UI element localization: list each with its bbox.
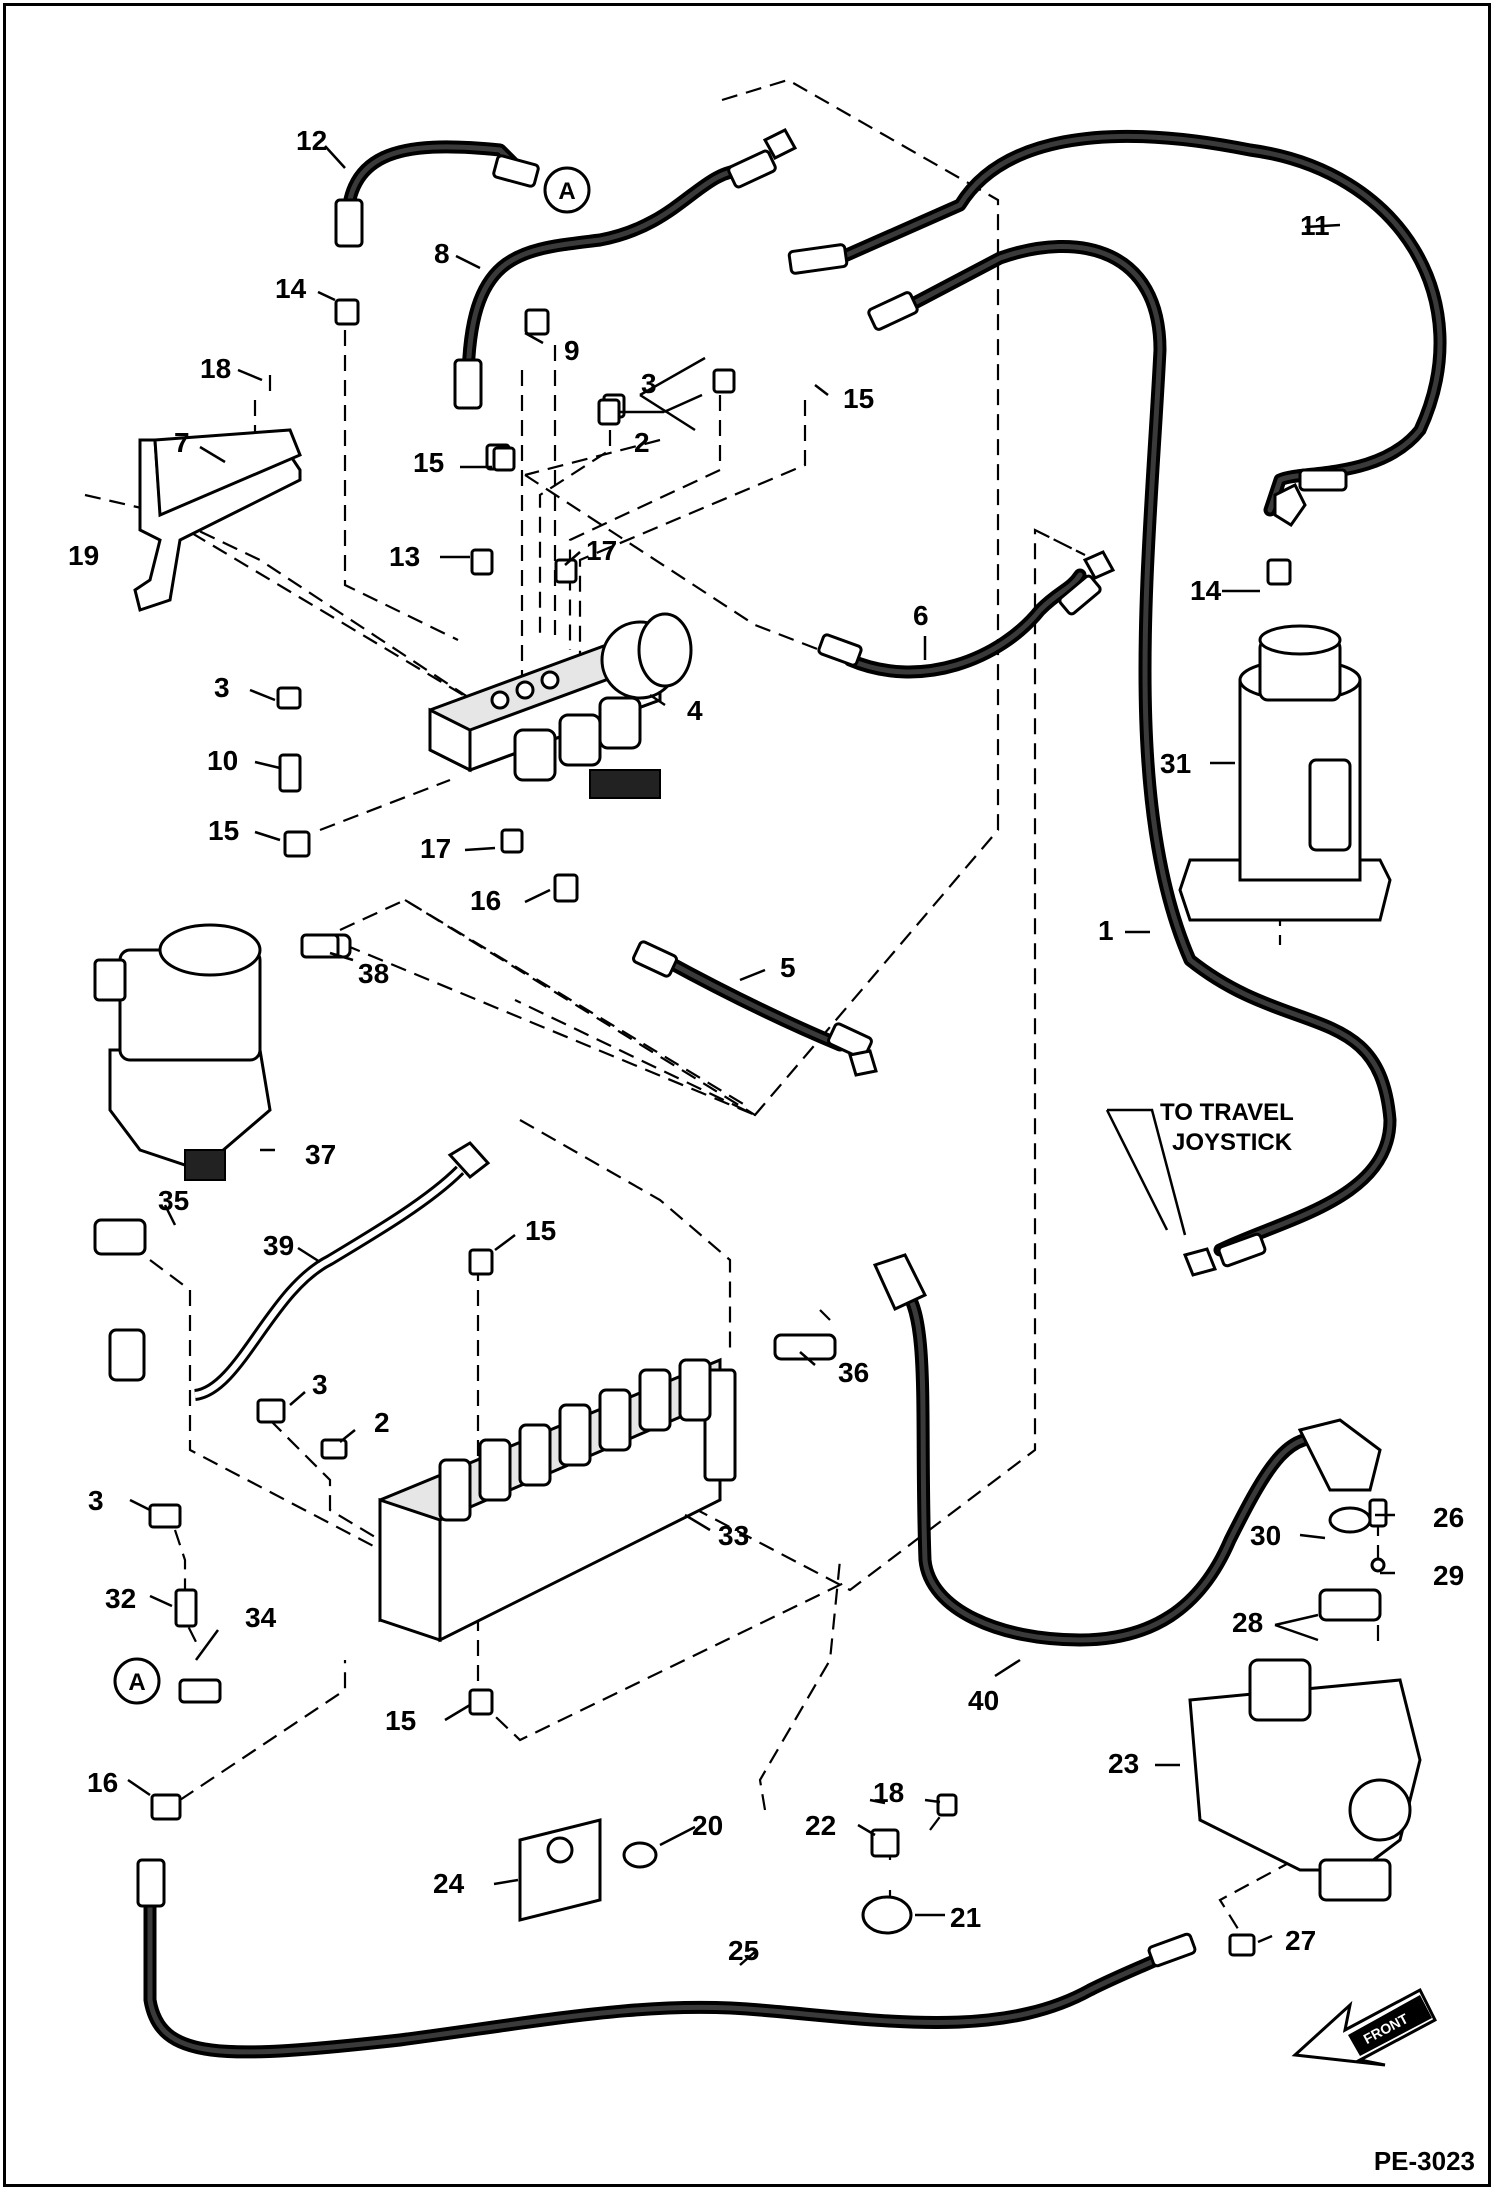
callout-15a: 15 [843, 383, 874, 414]
callout-14a: 14 [275, 273, 307, 304]
control-valve-33 [378, 1357, 737, 1643]
callout-21: 21 [950, 1902, 981, 1933]
callout-2a: 2 [634, 427, 650, 458]
swivel-31 [1178, 624, 1392, 922]
reference-circle-a-top: A [543, 166, 591, 214]
callout-26: 26 [1433, 1502, 1464, 1533]
callout-35: 35 [158, 1185, 189, 1216]
valve-block-4 [428, 612, 693, 799]
callout-17a: 17 [586, 535, 617, 566]
callout-31: 31 [1160, 748, 1191, 779]
callout-28: 28 [1232, 1607, 1263, 1638]
callout-3b: 3 [214, 672, 230, 703]
hose-8 [453, 128, 798, 410]
svg-text:A: A [128, 1669, 145, 1696]
callout-16a: 16 [470, 885, 501, 916]
front-arrow-icon: FRONT [1291, 1987, 1437, 2067]
hose-40 [872, 1253, 1382, 1647]
svg-text:A: A [558, 178, 575, 205]
callout-39: 39 [263, 1230, 294, 1261]
drawing-code: PE-3023 [1374, 2146, 1475, 2176]
callout-13: 13 [389, 541, 420, 572]
callout-6: 6 [913, 600, 929, 631]
travel-joystick-line1: TO TRAVEL [1160, 1099, 1294, 1126]
callout-12: 12 [296, 125, 327, 156]
callout-29: 29 [1433, 1560, 1464, 1591]
callout-20: 20 [692, 1810, 723, 1841]
callout-8: 8 [434, 238, 450, 269]
callout-3d: 3 [88, 1485, 104, 1516]
callout-4: 4 [687, 695, 703, 726]
callout-25: 25 [728, 1935, 759, 1966]
callout-1: 1 [1098, 915, 1114, 946]
callout-19: 19 [68, 540, 99, 571]
hose-1 [867, 240, 1397, 1277]
callout-22: 22 [805, 1810, 836, 1841]
callout-11: 11 [1300, 210, 1330, 241]
callout-36: 36 [838, 1357, 869, 1388]
pump-23 [1188, 1658, 1422, 1902]
callout-9: 9 [564, 335, 580, 366]
plate-24 [518, 1818, 602, 1922]
callout-5: 5 [780, 952, 796, 983]
callout-15d: 15 [525, 1215, 556, 1246]
callout-24: 24 [433, 1868, 465, 1899]
callout-30: 30 [1250, 1520, 1281, 1551]
small-fittings [93, 298, 1388, 1957]
callout-3a: 3 [641, 368, 657, 399]
callout-15b: 15 [413, 447, 444, 478]
callout-34: 34 [245, 1602, 277, 1633]
callout-7: 7 [174, 427, 190, 458]
callout-15c: 15 [208, 815, 239, 846]
callout-32: 32 [105, 1583, 136, 1614]
motor-37 [93, 923, 272, 1181]
callout-37: 37 [305, 1139, 336, 1170]
callout-15e: 15 [385, 1705, 416, 1736]
tube-39 [193, 1141, 491, 1401]
callout-14b: 14 [1190, 575, 1222, 606]
callout-numbers: 12 8 11 14 18 9 3 15 7 2 15 19 13 17 14 … [68, 125, 1464, 1966]
callout-17b: 17 [420, 833, 451, 864]
hose-11 [787, 129, 1447, 528]
callout-40: 40 [968, 1685, 999, 1716]
hose-5 [632, 940, 878, 1077]
bracket-7 [133, 428, 302, 612]
callout-10: 10 [207, 745, 238, 776]
hose-6 [817, 550, 1116, 679]
reference-circle-a-bottom: A [113, 1657, 161, 1705]
callout-23: 23 [1108, 1748, 1139, 1779]
callout-18a: 18 [200, 353, 231, 384]
travel-joystick-line2: JOYSTICK [1172, 1129, 1293, 1156]
hose-12 [334, 140, 540, 248]
callout-38: 38 [358, 958, 389, 989]
callout-16b: 16 [87, 1767, 118, 1798]
callout-27: 27 [1285, 1925, 1316, 1956]
callout-3c: 3 [312, 1369, 328, 1400]
callout-2b: 2 [374, 1407, 390, 1438]
callout-33: 33 [718, 1520, 749, 1551]
dashed-leader-lines [84, 78, 1380, 1941]
callout-leaders [127, 145, 1395, 1966]
hose-25 [136, 1858, 1197, 2059]
travel-joystick-note: TO TRAVEL JOYSTICK [1160, 1099, 1294, 1156]
callout-18b: 18 [873, 1777, 904, 1808]
